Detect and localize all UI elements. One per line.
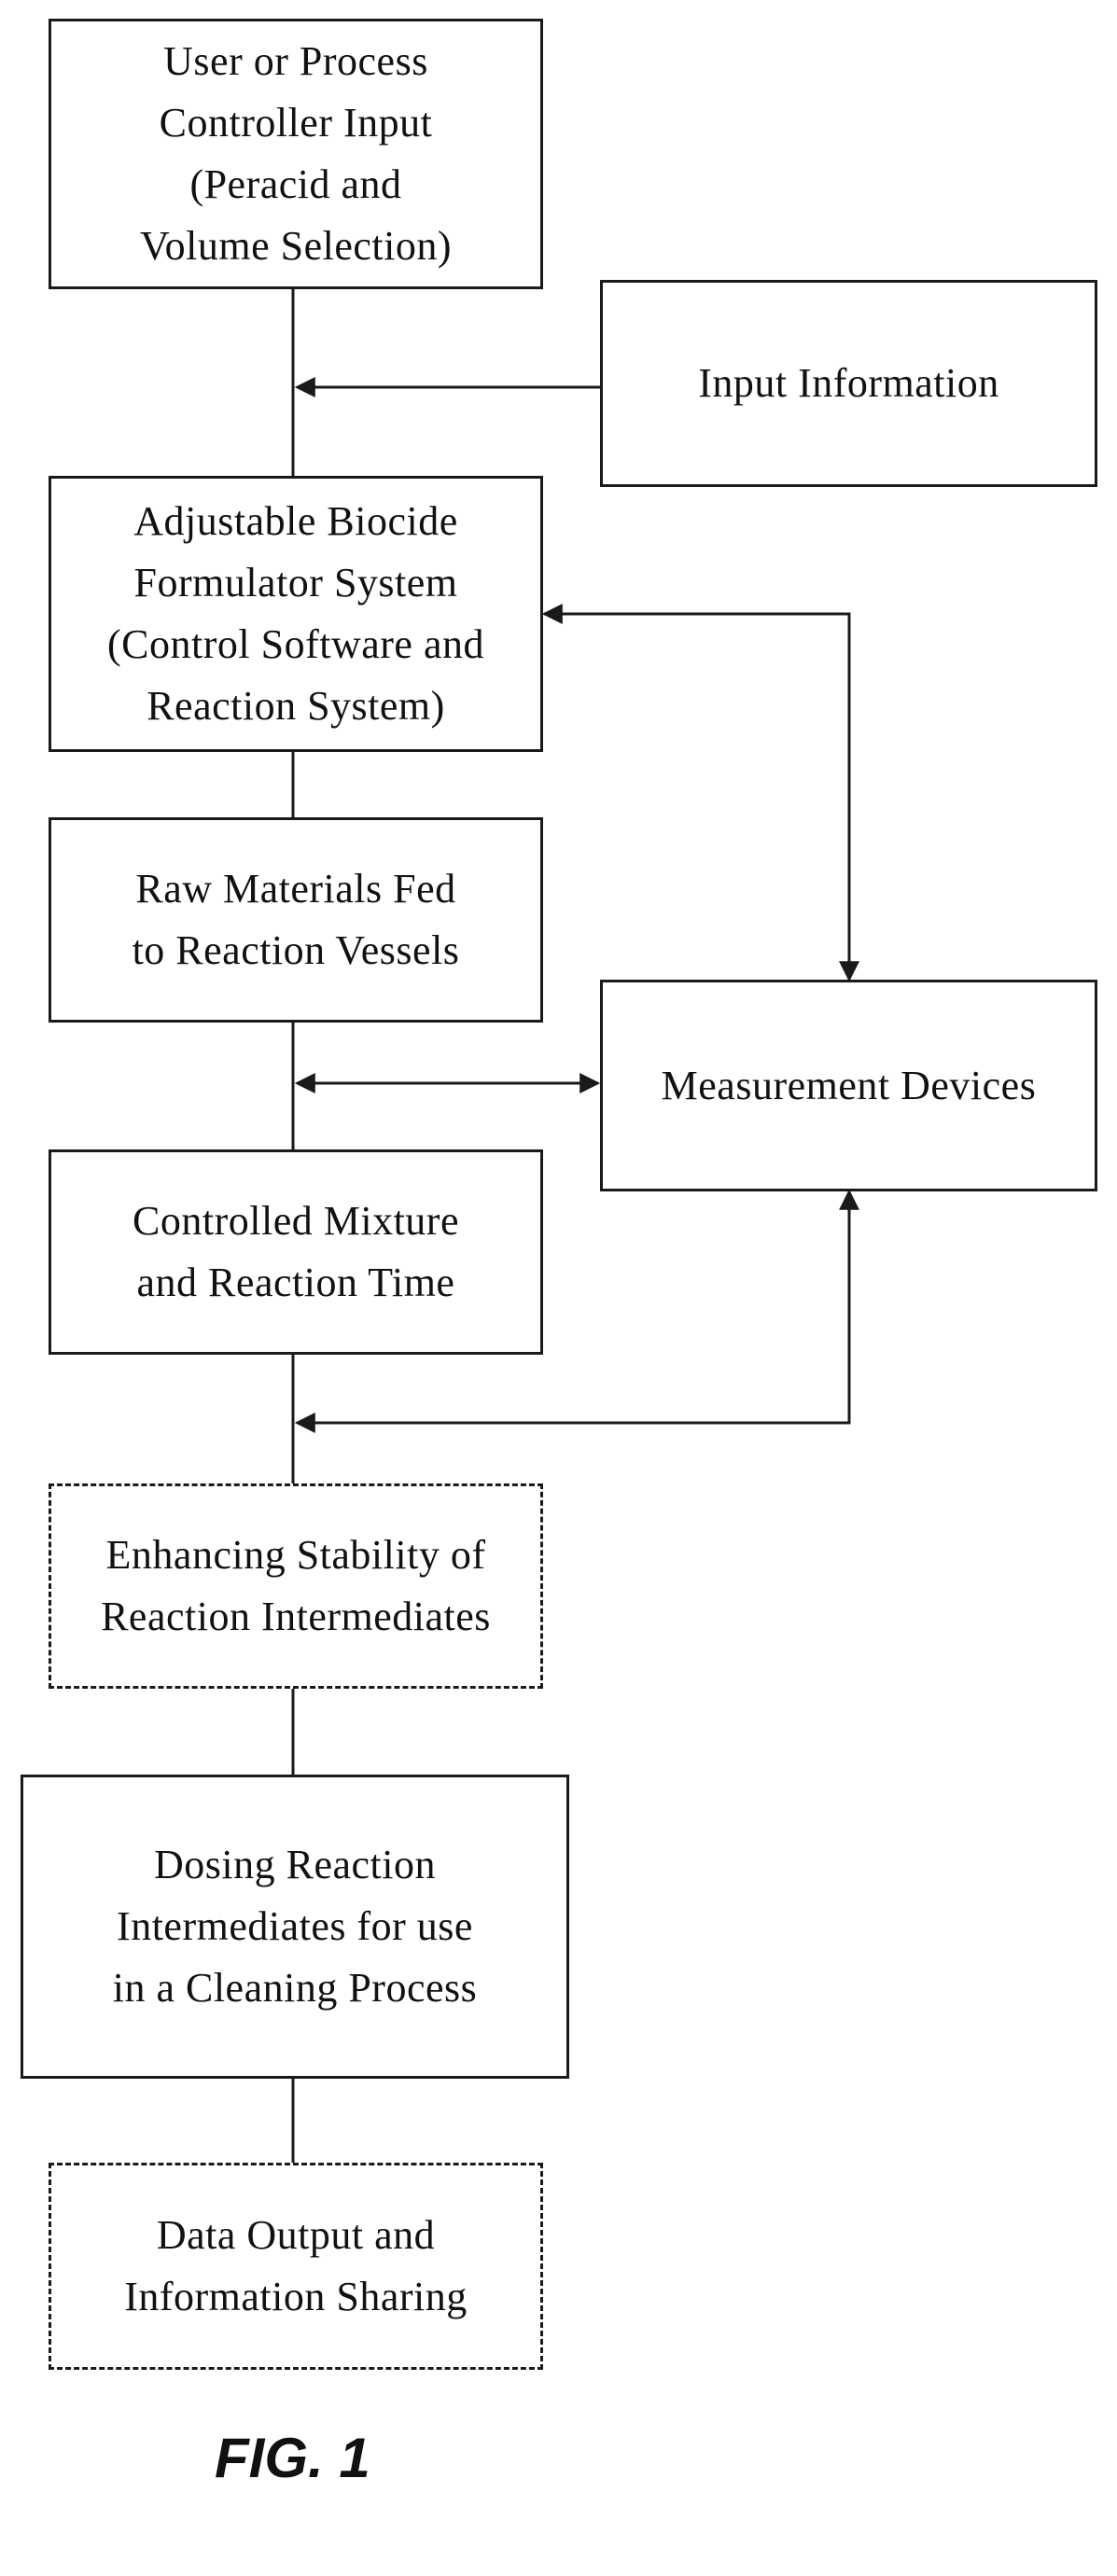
arrow-formulator-measurement — [544, 614, 849, 980]
raw-materials-box: Raw Materials Fed to Reaction Vessels — [49, 817, 543, 1023]
input-information-box: Input Information — [600, 280, 1097, 487]
dosing-line-3: in a Cleaning Process — [113, 1957, 478, 2019]
raw-materials-line-1: Raw Materials Fed — [135, 858, 455, 920]
user-input-line-4: Volume Selection) — [140, 216, 452, 277]
controlled-mixture-box: Controlled Mixture and Reaction Time — [49, 1149, 543, 1355]
formulator-line-3: (Control Software and — [107, 614, 484, 675]
data-output-line-1: Data Output and — [157, 2205, 435, 2266]
data-output-line-2: Information Sharing — [124, 2266, 468, 2328]
figure-label: FIG. 1 — [215, 2426, 370, 2490]
user-input-line-2: Controller Input — [160, 92, 433, 154]
raw-materials-line-2: to Reaction Vessels — [133, 920, 460, 982]
enhancing-stability-line-1: Enhancing Stability of — [106, 1525, 486, 1586]
dosing-line-2: Intermediates for use — [117, 1896, 473, 1957]
measurement-devices-label: Measurement Devices — [662, 1055, 1037, 1117]
controlled-mixture-line-2: and Reaction Time — [137, 1252, 455, 1314]
controlled-mixture-line-1: Controlled Mixture — [133, 1191, 459, 1252]
dosing-box: Dosing Reaction Intermediates for use in… — [21, 1775, 569, 2079]
input-information-label: Input Information — [698, 353, 999, 414]
user-input-box: User or Process Controller Input (Peraci… — [49, 19, 543, 289]
enhancing-stability-box: Enhancing Stability of Reaction Intermed… — [49, 1483, 543, 1689]
user-input-line-1: User or Process — [163, 31, 428, 92]
data-output-box: Data Output and Information Sharing — [49, 2163, 543, 2370]
user-input-line-3: (Peracid and — [189, 154, 401, 216]
dosing-line-1: Dosing Reaction — [154, 1834, 436, 1896]
formulator-line-4: Reaction System) — [147, 675, 445, 737]
measurement-devices-box: Measurement Devices — [600, 980, 1097, 1191]
formulator-line-2: Formulator System — [133, 552, 457, 614]
enhancing-stability-line-2: Reaction Intermediates — [101, 1586, 491, 1648]
formulator-line-1: Adjustable Biocide — [133, 491, 458, 552]
formulator-box: Adjustable Biocide Formulator System (Co… — [49, 476, 543, 752]
